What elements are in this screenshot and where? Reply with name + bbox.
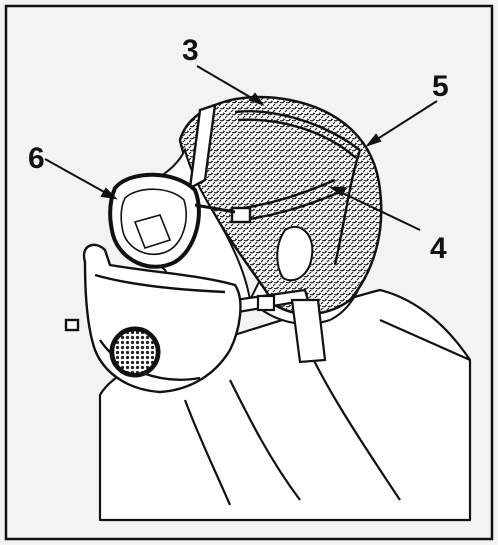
exhalation-filter xyxy=(113,330,157,374)
neck-buckle xyxy=(258,296,274,310)
strap-buckle xyxy=(232,208,250,222)
arrow-5 xyxy=(368,135,380,145)
mask-clip xyxy=(66,320,78,330)
callout-6: 6 xyxy=(28,142,44,175)
callout-4: 4 xyxy=(430,232,447,265)
callout-3: 3 xyxy=(182,34,198,67)
callout-5: 5 xyxy=(432,70,448,103)
